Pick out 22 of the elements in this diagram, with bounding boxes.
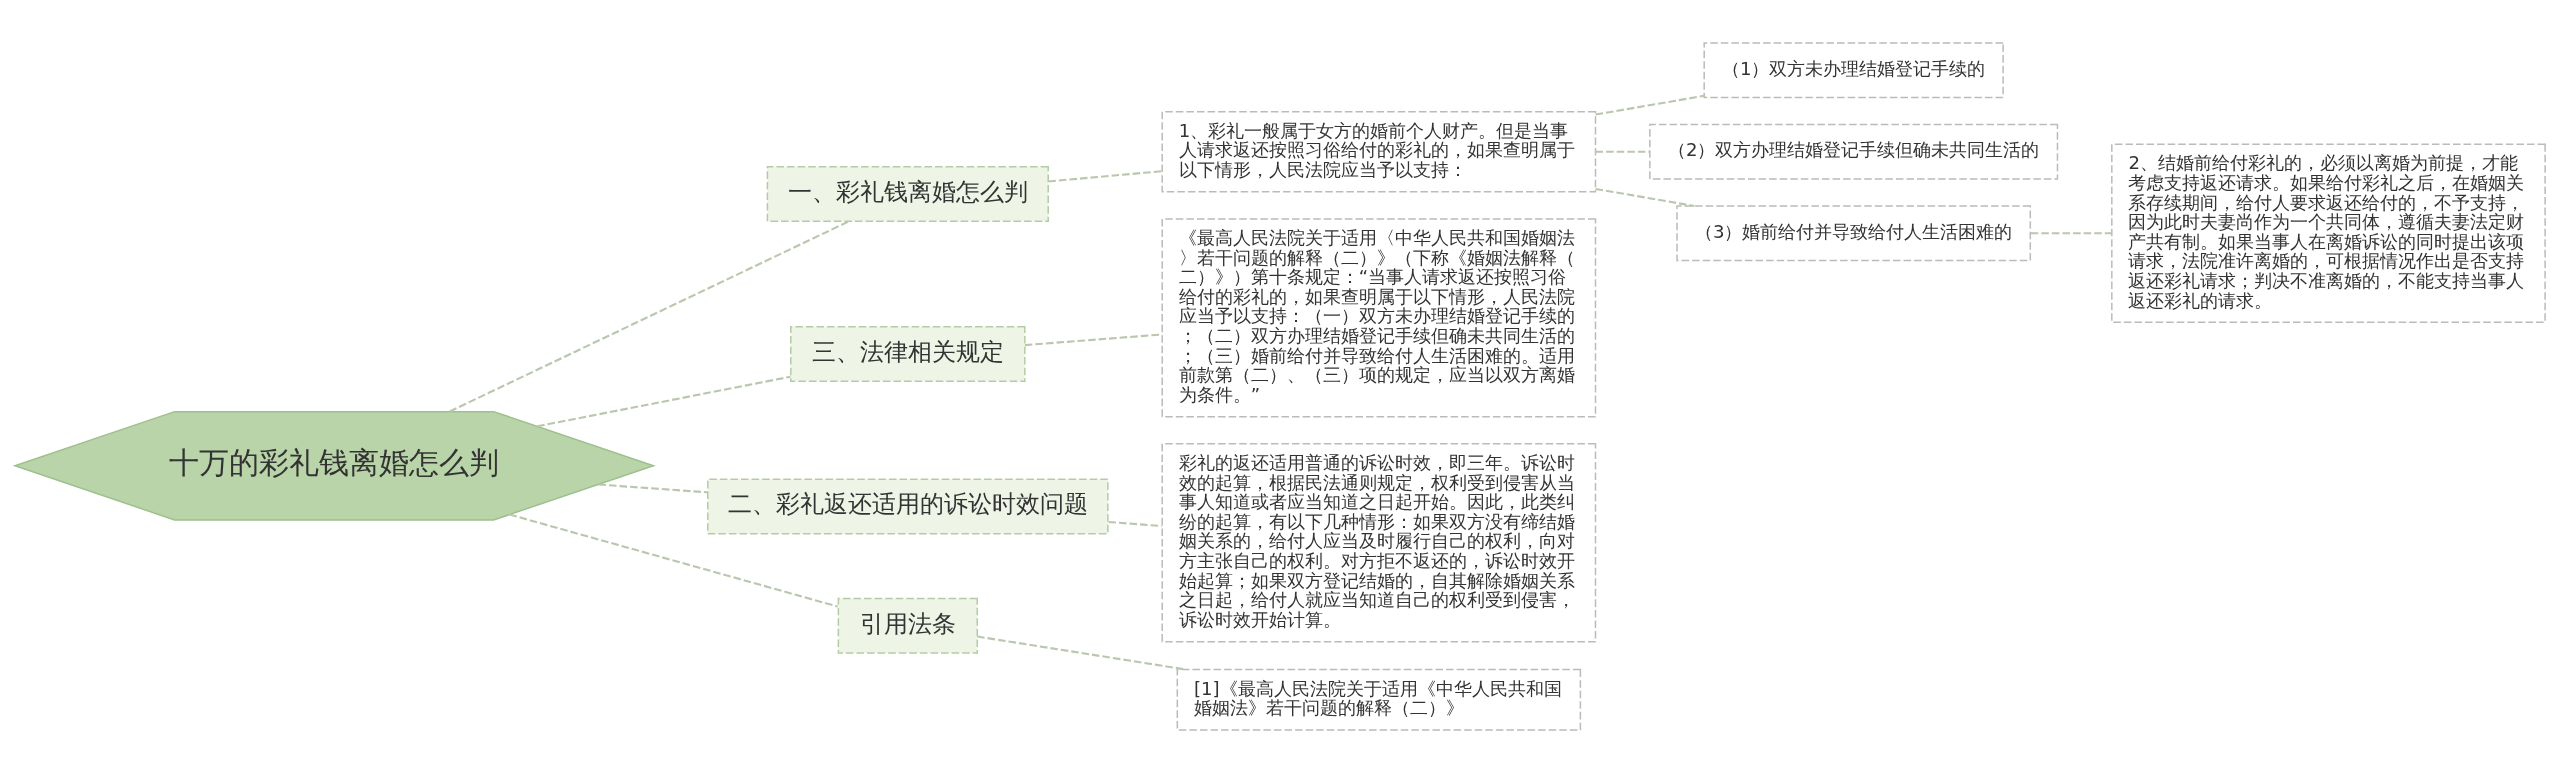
node-box: 三、法律相关规定: [790, 326, 1026, 382]
node-box: （1）双方未办理结婚登记手续的: [1703, 42, 2004, 99]
connector: [1108, 520, 1162, 528]
node-box: （2）双方办理结婚登记手续但确未共同生活的: [1649, 123, 2059, 180]
connector: [1595, 94, 1705, 116]
connector: [1595, 150, 1650, 153]
node-box: 彩礼的返还适用普通的诉讼时效，即三年。诉讼时效的起算，根据民法通则规定，权利受到侵害从当事人知道或者应当知道之日起开始。因此，此类纠纷的起算，有以下几种情形：如果双方没有缔结婚姻关系的，给付人应当及时履行自己的权利，向对方主张自己的权利。对方拒不返还的，诉讼时效开始起算；如果双方登记结婚的，自其解除婚姻关系之日起，给付人就应当知道自己的权利受到侵害，诉讼时效开始计算。: [1161, 443, 1597, 643]
node-box: （3）婚前给付并导致给付人生活困难的: [1676, 205, 2032, 262]
connector: [509, 513, 838, 608]
node-box: 二、彩礼返还适用的诉讼时效问题: [707, 478, 1109, 535]
node-box: 1、彩礼一般属于女方的婚前个人财产。但是当事人请求返还按照习俗给付的彩礼的，如果查明属于以下情形，人民法院应当予以支持：: [1161, 110, 1597, 193]
connector: [598, 483, 708, 494]
node-box: [1]《最高人民法院关于适用《中华人民共和国婚姻法》若干问题的解释（二）》: [1176, 668, 1582, 731]
connector: [1048, 170, 1163, 183]
node-box: 一、彩礼钱离婚怎么判: [766, 166, 1049, 222]
connector: [1595, 187, 1695, 208]
node-box: 引用法条: [837, 597, 978, 654]
connector: [537, 375, 791, 428]
connector: [2030, 232, 2112, 235]
connector: [449, 220, 850, 413]
node-box: 2、结婚前给付彩礼的，必须以离婚为前提，才能考虑支持返还请求。如果给付彩礼之后，在婚姻关系存续期间，给付人要求返还给付的，不予支持，因为此时夫妻尚作为一个共同体，遵循夫妻法定财产共有制。如果当事人在离婚诉讼的同时提出该项请求，法院准许离婚的，可根据情况作出是否支持返还彩礼请求；判决不准离婚的，不能支持当事人返还彩礼的请求。: [2111, 143, 2546, 324]
node-box: 《最高人民法院关于适用〈中华人民共和国婚姻法〉若干问题的解释（二）》（下称《婚姻法解释（二）》）第十条规定：“当事人请求返还按照习俗给付的彩礼的，如果查明属于以下情形，人民法院应当予以支持：（一）双方未办理结婚登记手续的；（二）双方办理结婚登记手续但确未共同生活的；（三）婚前给付并导致给付人生活困难的。适用前款第（二）、（三）项的规定，应当以双方离婚为条件。”: [1161, 218, 1597, 418]
